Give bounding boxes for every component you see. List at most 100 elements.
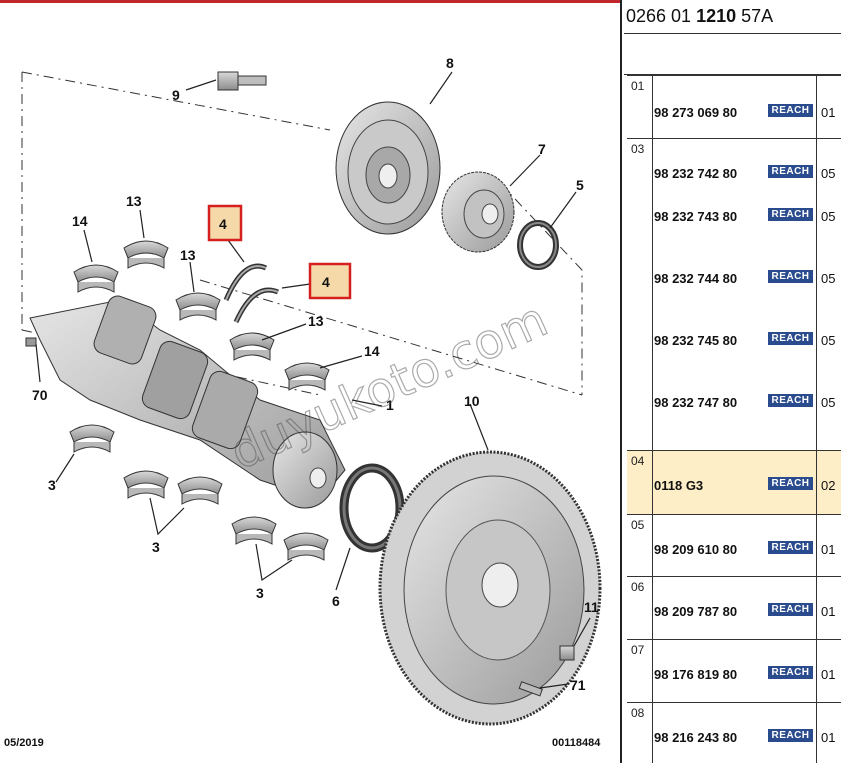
callout-13-low: 13 — [308, 313, 324, 329]
part-quantity: 01 — [821, 105, 836, 120]
parts-row-08[interactable]: 08 98 216 243 80 REACH 01 — [627, 702, 841, 763]
panel-divider — [620, 0, 622, 763]
callout-11: 11 — [584, 599, 599, 615]
reach-badge: REACH — [768, 104, 813, 117]
timing-sprocket — [441, 171, 515, 253]
row-item-number: 08 — [631, 706, 645, 720]
exploded-parts-diagram: 9 8 7 5 14 13 13 13 14 70 1 10 3 3 3 6 1… — [21, 55, 602, 726]
callout-3-left: 3 — [48, 477, 56, 493]
pulley-bolt — [217, 71, 267, 91]
part-number[interactable]: 98 176 819 80 — [654, 667, 738, 682]
parts-row-07[interactable]: 07 98 176 819 80 REACH 01 — [627, 639, 841, 702]
callout-5: 5 — [576, 177, 584, 193]
part-number[interactable]: 98 209 610 80 — [654, 542, 738, 557]
column-separator — [816, 577, 817, 639]
part-number[interactable]: 98 216 243 80 — [654, 730, 738, 745]
dowel-pin — [518, 681, 543, 697]
callout-13-mid: 13 — [180, 247, 196, 263]
column-separator — [652, 139, 653, 450]
column-separator — [816, 515, 817, 576]
column-separator — [816, 703, 817, 763]
reach-badge: REACH — [768, 477, 813, 490]
reach-badge: REACH — [768, 270, 813, 283]
reach-badge: REACH — [768, 666, 813, 679]
svg-text:4: 4 — [322, 274, 330, 290]
column-separator — [652, 640, 653, 702]
front-oil-seal — [517, 220, 559, 270]
callout-70: 70 — [32, 387, 48, 403]
callout-1: 1 — [386, 397, 394, 413]
leader-lines — [35, 71, 591, 689]
reference-number: 0266 01 1210 57A — [626, 6, 774, 26]
reach-badge: REACH — [768, 603, 813, 616]
column-separator — [652, 577, 653, 639]
highlighted-callout-4-a[interactable]: 4 — [207, 204, 243, 242]
callout-9: 9 — [172, 87, 180, 103]
callout-3-right: 3 — [256, 585, 264, 601]
part-number[interactable]: 98 232 742 80 — [654, 166, 738, 181]
callout-10: 10 — [464, 393, 480, 409]
part-quantity: 05 — [821, 333, 836, 348]
callout-8: 8 — [446, 55, 454, 71]
crankshaft-pulley — [335, 101, 441, 235]
callout-3-mid: 3 — [152, 539, 160, 555]
reach-badge: REACH — [768, 541, 813, 554]
column-separator — [652, 76, 653, 138]
svg-text:4: 4 — [219, 216, 227, 232]
part-quantity: 01 — [821, 542, 836, 557]
title-rule — [624, 33, 841, 34]
part-number[interactable]: 0118 G3 — [654, 478, 704, 493]
thrust-washers — [223, 263, 279, 324]
column-separator — [652, 703, 653, 763]
reach-badge: REACH — [768, 729, 813, 742]
parts-row-01[interactable]: 01 98 273 069 80 REACH 01 — [627, 75, 841, 138]
callout-14-low: 14 — [364, 343, 380, 359]
part-number[interactable]: 98 232 744 80 — [654, 271, 738, 286]
column-separator — [816, 640, 817, 702]
part-quantity: 01 — [821, 604, 836, 619]
row-item-number: 07 — [631, 643, 645, 657]
callout-7: 7 — [538, 141, 546, 157]
part-quantity: 01 — [821, 730, 836, 745]
flywheel-bolt — [559, 645, 575, 661]
column-separator — [816, 76, 817, 138]
footer-date: 05/2019 — [4, 737, 44, 749]
row-item-number: 04 — [631, 454, 645, 468]
dual-mass-flywheel — [378, 450, 602, 726]
parts-row-03[interactable]: 03 98 232 742 80 REACH 05 98 232 743 80 REACH… — [627, 138, 841, 450]
part-number[interactable]: 98 273 069 80 — [654, 105, 738, 120]
column-separator — [652, 515, 653, 576]
column-separator — [816, 139, 817, 450]
callout-71: 71 — [570, 677, 586, 693]
reach-badge: REACH — [768, 165, 813, 178]
part-number[interactable]: 98 209 787 80 — [654, 604, 738, 619]
part-number[interactable]: 98 232 747 80 — [654, 395, 738, 410]
row-item-number: 03 — [631, 142, 645, 156]
reach-badge: REACH — [768, 208, 813, 221]
reach-badge: REACH — [768, 394, 813, 407]
part-quantity: 02 — [821, 478, 836, 493]
crankshaft — [25, 295, 346, 509]
callout-6: 6 — [332, 593, 340, 609]
part-quantity: 05 — [821, 395, 836, 410]
part-quantity: 05 — [821, 166, 836, 181]
parts-row-06[interactable]: 06 98 209 787 80 REACH 01 — [627, 576, 841, 639]
callout-14-top: 14 — [72, 213, 88, 229]
part-quantity: 01 — [821, 667, 836, 682]
part-number[interactable]: 98 232 743 80 — [654, 209, 738, 224]
callout-labels: 9 8 7 5 14 13 13 13 14 70 1 10 3 3 3 6 1… — [32, 55, 599, 693]
column-separator — [816, 451, 817, 514]
header-rule — [624, 74, 841, 75]
part-number[interactable]: 98 232 745 80 — [654, 333, 738, 348]
part-quantity: 05 — [821, 271, 836, 286]
footer-diagram-code: 00118484 — [552, 737, 601, 749]
row-item-number: 01 — [631, 79, 645, 93]
row-item-number: 06 — [631, 580, 645, 594]
column-separator — [652, 451, 653, 514]
parts-row-04[interactable]: 04 0118 G3 REACH 02 — [627, 450, 841, 514]
reach-badge: REACH — [768, 332, 813, 345]
highlighted-callout-4-b[interactable]: 4 — [308, 262, 352, 300]
part-quantity: 05 — [821, 209, 836, 224]
